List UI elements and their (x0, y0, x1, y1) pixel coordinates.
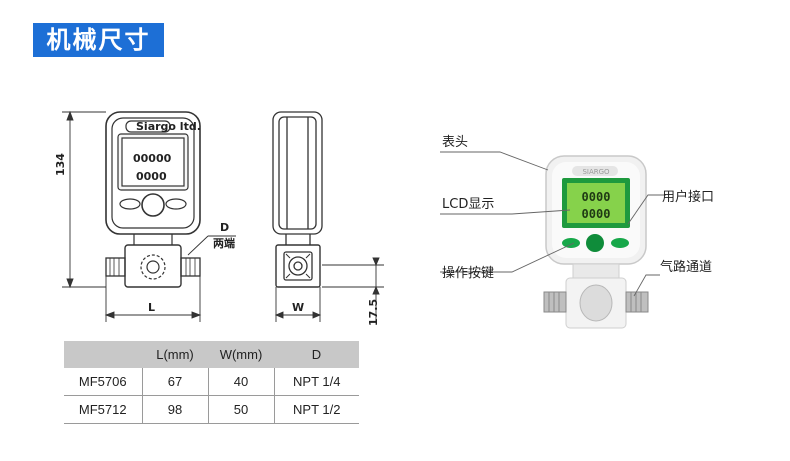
table-header-width: W(mm) (208, 341, 274, 368)
table-row: MF5706 67 40 NPT 1/4 (64, 368, 359, 396)
port-dimension (187, 235, 236, 256)
spec-table: L(mm) W(mm) D MF5706 67 40 NPT 1/4 MF571… (64, 341, 359, 424)
callout-buttons: 操作按键 (442, 265, 494, 281)
table-cell-length: 67 (141, 368, 208, 396)
table-cell-port: NPT 1/4 (273, 368, 359, 396)
table-header-model (64, 341, 142, 368)
device-photo: 0000 0000 (543, 155, 649, 329)
photo-brand-label: SIARGO (582, 168, 610, 176)
drawing-brand-label: Siargo ltd. (136, 120, 201, 133)
drawing-display-top: 00000 (133, 152, 172, 165)
table-cell-width: 50 (207, 395, 274, 424)
callout-lines (440, 151, 666, 297)
callout-user-port: 用户接口 (662, 189, 714, 205)
section-title: 机械尺寸 (33, 23, 164, 57)
table-header-port: D (274, 341, 359, 368)
table-cell-model: MF5706 (64, 368, 142, 396)
svg-text:0000: 0000 (582, 190, 611, 204)
table-header-length: L(mm) (142, 341, 208, 368)
base-dimension (322, 257, 384, 322)
front-view (105, 111, 201, 288)
port-note-label: 两端 (213, 236, 235, 250)
table-cell-model: MF5712 (64, 395, 142, 424)
drawing-display-bottom: 0000 (136, 170, 167, 183)
length-dimension (104, 276, 202, 322)
table-cell-port: NPT 1/2 (273, 395, 359, 424)
height-dimension (62, 110, 106, 289)
width-dimension (274, 287, 322, 322)
width-dimension-label: W (292, 301, 304, 314)
callout-lcd: LCD显示 (442, 197, 494, 212)
side-view (272, 111, 323, 288)
height-dimension-label: 134 (54, 153, 67, 176)
table-row: MF5712 98 50 NPT 1/2 (64, 395, 359, 424)
table-cell-width: 40 (207, 368, 274, 396)
length-dimension-label: L (148, 301, 155, 314)
svg-text:0000: 0000 (582, 207, 611, 221)
table-cell-length: 98 (141, 395, 208, 424)
callout-gas-channel: 气路通道 (660, 259, 712, 275)
base-dimension-label: 17.5 (367, 299, 380, 326)
callout-meter-head: 表头 (442, 135, 468, 150)
table-header-row: L(mm) W(mm) D (64, 341, 359, 368)
port-dimension-label: D (220, 221, 229, 234)
